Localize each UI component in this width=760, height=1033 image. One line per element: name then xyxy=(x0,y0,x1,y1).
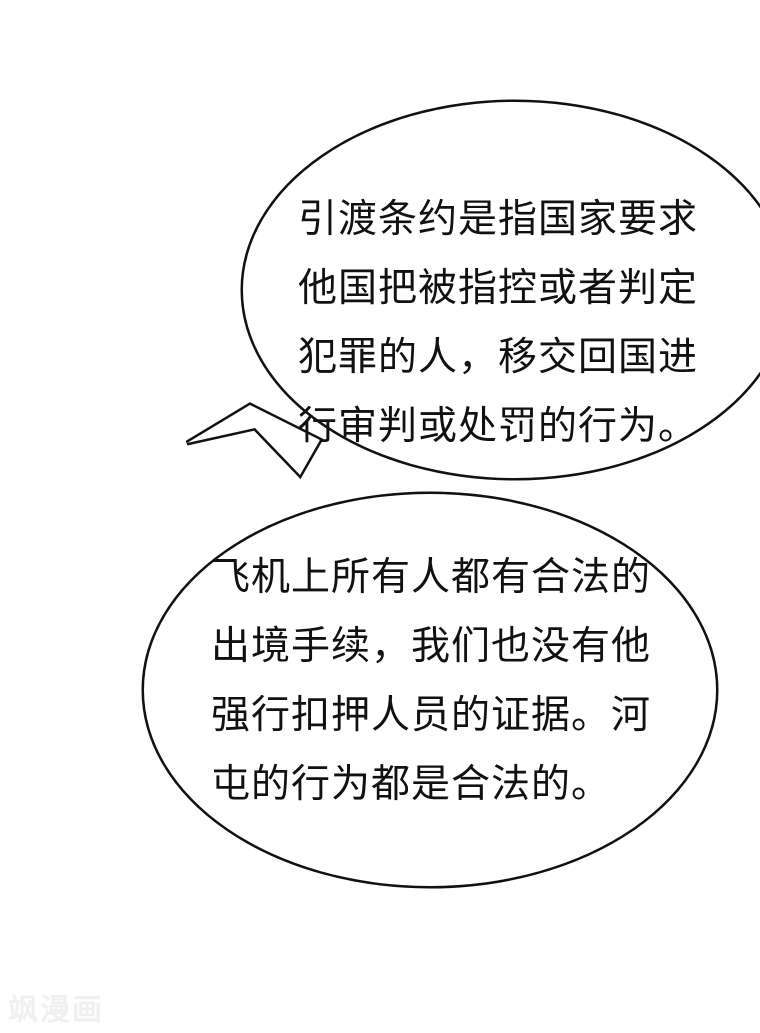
text-line: 行审判或处罚的行为。 xyxy=(298,404,699,449)
text-line: 引渡条约是指国家要求 xyxy=(298,197,699,242)
text-line: 强行扣押人员的证据。河 xyxy=(211,693,652,738)
text-line: 他国把被指控或者判定 xyxy=(298,266,699,311)
bottom-bubble-text: 飞机上所有人都有合法的 出境手续，我们也没有他 强行扣押人员的证据。河 屯的行为… xyxy=(211,543,651,819)
text-line: 飞机上所有人都有合法的 xyxy=(211,555,652,600)
text-line: 犯罪的人，移交回国进 xyxy=(298,335,699,380)
text-line: 屯的行为都是合法的。 xyxy=(211,762,612,807)
watermark: 飒漫画 xyxy=(8,993,104,1028)
text-line: 出境手续，我们也没有他 xyxy=(211,624,652,669)
top-bubble-text: 引渡条约是指国家要求 他国把被指控或者判定 犯罪的人，移交回国进 行审判或处罚的… xyxy=(298,185,698,461)
